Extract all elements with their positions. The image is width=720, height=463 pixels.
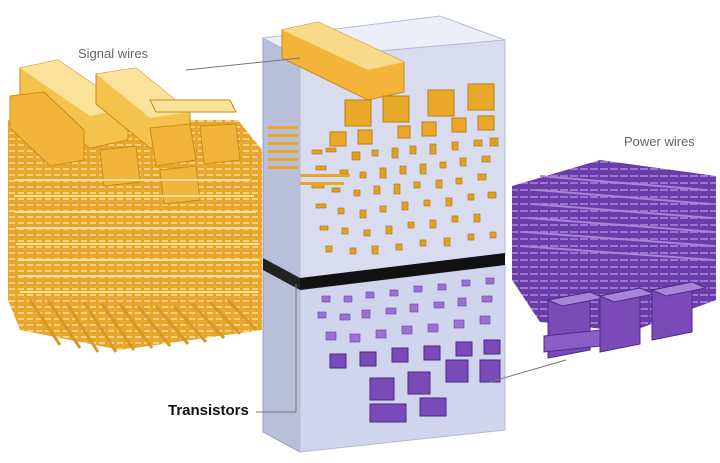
transistors-label: Transistors: [168, 402, 249, 419]
transistors-leader: [256, 284, 297, 413]
transistor-layer: [300, 253, 505, 290]
signal-wires-stack: [8, 59, 262, 353]
transistor-layer-side: [263, 258, 300, 290]
power-top-lines: [519, 175, 715, 261]
power-wires-stack: [512, 160, 716, 359]
power-big-bars: [543, 281, 708, 359]
signal-wires-label: Signal wires: [78, 46, 149, 61]
chip-signal-pads: [329, 83, 495, 147]
signal-layer-stripes: [14, 179, 260, 293]
chip-signal-vias: [311, 137, 499, 255]
signal-lower-wires: [28, 298, 258, 353]
chip-power-vias: [317, 277, 495, 343]
chip-block: [261, 15, 506, 453]
signal-top-bars: [9, 59, 241, 205]
chip-power-pads: [329, 339, 501, 423]
power-wires-leader: [489, 359, 567, 383]
leader-lines: [185, 57, 567, 413]
chip-signal-edge-stripes: [268, 126, 350, 185]
chip-side-face: [262, 37, 301, 453]
signal-wires-leader: [185, 57, 301, 71]
power-wires-label: Power wires: [624, 134, 695, 149]
